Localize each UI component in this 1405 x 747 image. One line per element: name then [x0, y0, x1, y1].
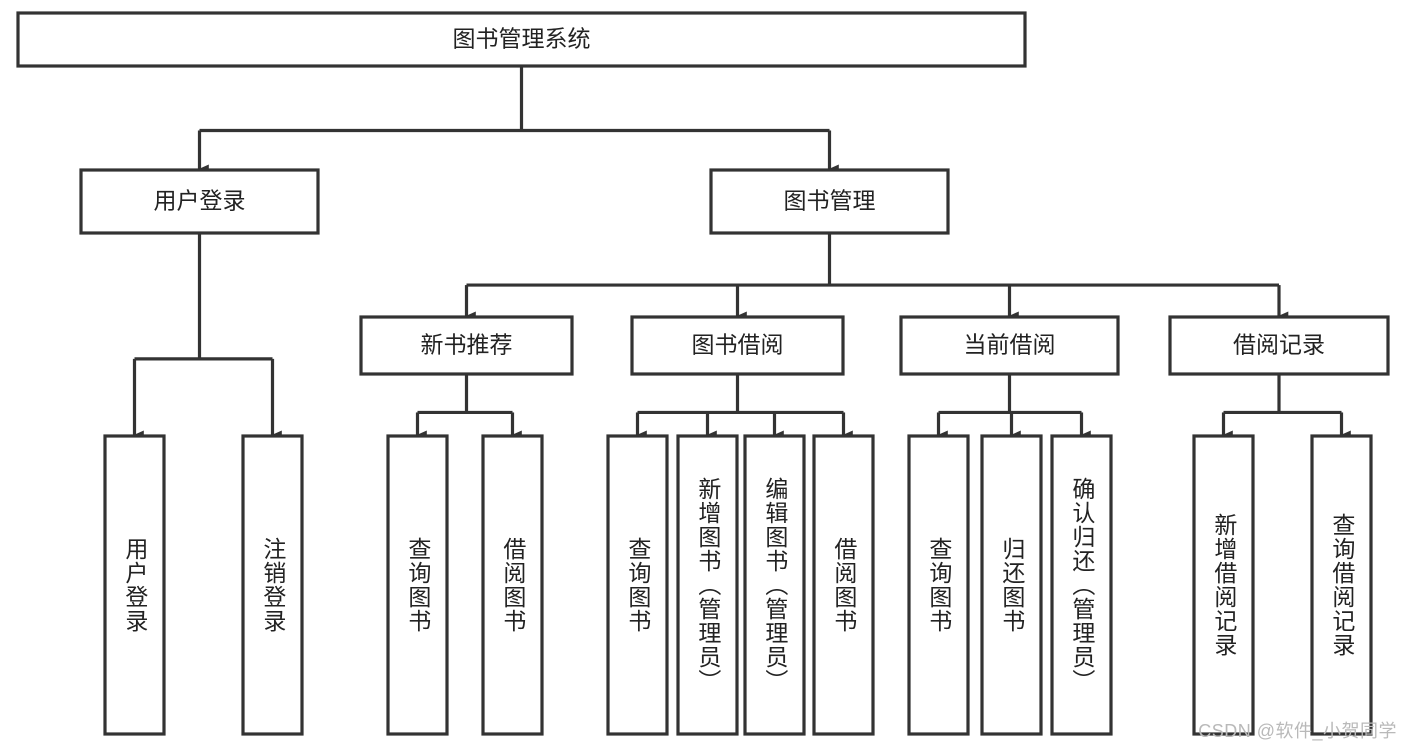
node-box-leaf-user-login[interactable]: [103, 434, 166, 736]
node-box-borrow[interactable]: [630, 315, 845, 376]
node-box-login[interactable]: [79, 168, 320, 235]
node-box-leaf-confirm-return[interactable]: [1050, 434, 1113, 736]
node-label-login: 用户登录: [154, 188, 246, 214]
node-box-leaf-add-book[interactable]: [676, 434, 739, 736]
node-box-leaf-edit-book[interactable]: [743, 434, 806, 736]
node-box-records[interactable]: [1168, 315, 1390, 376]
node-box-leaf-query-book-1[interactable]: [386, 434, 449, 736]
node-box-leaf-user-logout[interactable]: [241, 434, 304, 736]
connector-layer: [132, 66, 1351, 440]
node-box-leaf-query-book-3[interactable]: [907, 434, 970, 736]
node-box-leaf-add-record[interactable]: [1192, 434, 1255, 736]
node-box-leaf-return-book[interactable]: [980, 434, 1043, 736]
node-box-current[interactable]: [899, 315, 1120, 376]
node-label-bookmgmt: 图书管理: [784, 188, 876, 214]
node-label-root: 图书管理系统: [453, 26, 591, 52]
node-label-current: 当前借阅: [964, 332, 1056, 358]
node-box-leaf-borrow-book-1[interactable]: [481, 434, 544, 736]
node-box-bookmgmt[interactable]: [709, 168, 950, 235]
node-label-newbooks: 新书推荐: [421, 332, 513, 358]
node-box-root[interactable]: [16, 11, 1027, 68]
watermark-text: CSDN @软件_小贺同学: [1198, 721, 1397, 741]
node-box-leaf-query-book-2[interactable]: [606, 434, 669, 736]
node-box-layer: [16, 11, 1390, 736]
node-box-leaf-query-record[interactable]: [1310, 434, 1373, 736]
node-box-leaf-borrow-book-2[interactable]: [812, 434, 875, 736]
node-label-borrow: 图书借阅: [692, 332, 784, 358]
node-label-records: 借阅记录: [1233, 332, 1325, 358]
node-box-newbooks[interactable]: [359, 315, 574, 376]
